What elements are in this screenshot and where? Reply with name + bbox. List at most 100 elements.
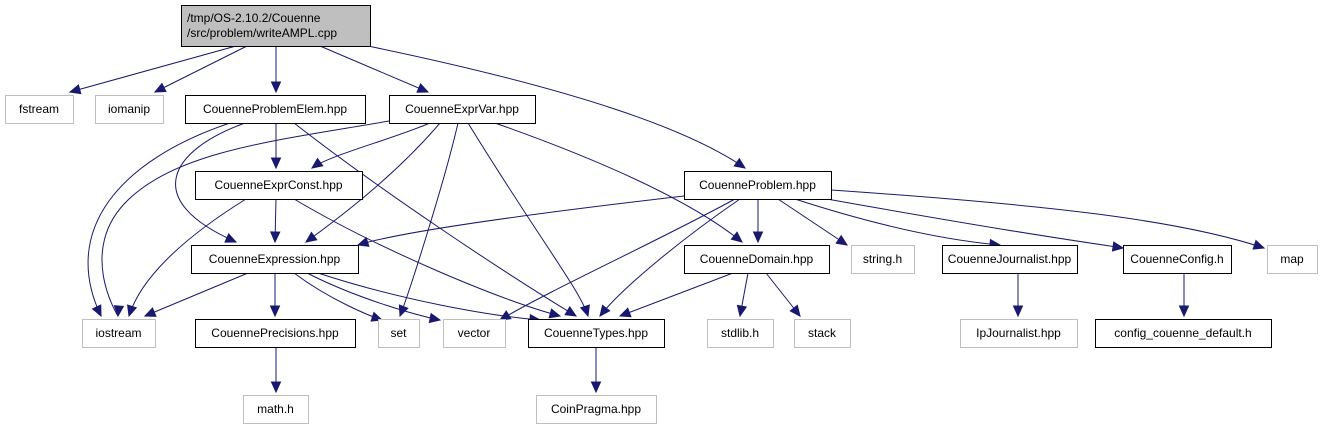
node-label: vector	[458, 326, 491, 340]
node-label: math.h	[257, 402, 294, 416]
edge-problem-to-expression	[356, 195, 685, 247]
node-types[interactable]: CouenneTypes.hpp	[528, 319, 665, 348]
node-stringh: string.h	[851, 245, 915, 274]
node-label: string.h	[863, 252, 902, 266]
node-label: iomanip	[108, 102, 150, 116]
edge-problemelem-to-iostream	[87, 122, 231, 318]
edges-layer	[68, 45, 1266, 394]
edge-line	[293, 272, 383, 321]
edge-problem-to-types	[599, 198, 741, 317]
arrowhead-icon	[789, 304, 801, 317]
edge-root-to-iomanip	[153, 45, 248, 93]
arrowhead-icon	[270, 157, 282, 170]
edge-line	[619, 272, 734, 317]
node-set: set	[378, 319, 420, 348]
edge-exprvar-to-types	[467, 122, 590, 318]
edge-line	[777, 198, 848, 246]
node-box	[243, 395, 309, 424]
node-map: map	[1267, 245, 1318, 274]
arrowhead-icon	[736, 304, 748, 318]
edge-expression-to-iostream	[143, 272, 249, 317]
node-label: set	[390, 326, 407, 340]
arrowhead-icon	[305, 231, 318, 243]
edge-exprvar-to-iostream	[101, 120, 390, 318]
edge-line	[305, 122, 441, 243]
node-configdefault[interactable]: config_couenne_default.h	[1095, 319, 1272, 348]
node-label: config_couenne_default.h	[1114, 326, 1251, 340]
arrowhead-icon	[564, 306, 578, 317]
node-label: CouenneExprVar.hpp	[405, 102, 519, 116]
edge-line	[311, 122, 431, 169]
edge-exprconst-to-expression	[269, 198, 281, 244]
edge-line	[830, 189, 1265, 249]
edge-problem-to-map	[830, 189, 1266, 250]
node-box[interactable]	[195, 319, 356, 348]
arrowhead-icon	[416, 83, 430, 93]
edge-domain-to-stdlib	[736, 272, 749, 318]
node-label: CouenneJournalist.hpp	[948, 252, 1072, 266]
edge-root-to-problemelem	[270, 46, 282, 94]
arrowhead-icon	[548, 308, 562, 319]
edge-expression-to-set	[293, 272, 384, 322]
node-label: IpJournalist.hpp	[976, 326, 1061, 340]
node-journalist[interactable]: CouenneJournalist.hpp	[942, 245, 1078, 274]
arrowhead-icon	[224, 232, 238, 243]
edge-root-to-problem	[367, 45, 747, 169]
node-exprconst[interactable]: CouenneExprConst.hpp	[195, 171, 363, 200]
node-box[interactable]	[1095, 319, 1272, 348]
edge-expression-to-vector	[306, 272, 442, 324]
node-box[interactable]	[684, 171, 832, 200]
edge-exprvar-to-expression	[305, 122, 441, 243]
arrowhead-icon	[1178, 305, 1190, 318]
arrowhead-icon	[269, 305, 281, 318]
node-label: iostream	[95, 326, 141, 340]
edge-line	[144, 272, 249, 317]
node-box	[794, 319, 851, 348]
node-box[interactable]	[181, 5, 371, 47]
edge-problemelem-to-exprconst	[270, 123, 282, 170]
node-exprvar[interactable]: CouenneExprVar.hpp	[389, 95, 536, 124]
edge-line	[467, 122, 589, 317]
node-box	[378, 319, 420, 348]
node-box[interactable]	[1123, 245, 1232, 274]
node-problem[interactable]: CouenneProblem.hpp	[684, 171, 832, 200]
node-expression[interactable]: CouenneExpression.hpp	[191, 245, 359, 274]
node-box[interactable]	[528, 319, 665, 348]
edge-line	[128, 198, 247, 317]
node-label: /src/problem/writeAMPL.cpp	[187, 26, 337, 40]
edge-root-to-exprvar	[319, 45, 430, 93]
node-box[interactable]	[185, 95, 366, 124]
arrowhead-icon	[1252, 239, 1266, 250]
node-label: fstream	[19, 102, 59, 116]
arrowhead-icon	[733, 157, 747, 169]
node-ipjournalist: IpJournalist.hpp	[960, 319, 1078, 348]
arrowhead-icon	[835, 234, 849, 246]
edge-exprconst-to-iostream	[127, 198, 247, 318]
node-root[interactable]: /tmp/OS-2.10.2/Couenne/src/problem/write…	[181, 5, 371, 47]
node-box	[960, 319, 1078, 348]
node-label: CouenneProblem.hpp	[699, 178, 816, 192]
edge-expression-to-precisions	[269, 273, 281, 318]
arrowhead-icon	[428, 312, 442, 324]
node-box[interactable]	[195, 171, 363, 200]
node-box	[443, 319, 506, 348]
node-box[interactable]	[684, 245, 830, 274]
edge-line	[319, 45, 429, 93]
node-box[interactable]	[942, 245, 1078, 274]
node-label: CouenneExprConst.hpp	[214, 178, 342, 192]
node-domain[interactable]: CouenneDomain.hpp	[684, 245, 830, 274]
arrowhead-icon	[752, 231, 764, 244]
node-box[interactable]	[191, 245, 359, 274]
node-precisions[interactable]: CouennePrecisions.hpp	[195, 319, 356, 348]
arrowhead-icon	[153, 82, 167, 93]
edge-line	[317, 272, 541, 321]
node-config[interactable]: CouenneConfig.h	[1123, 245, 1232, 274]
node-problemelem[interactable]: CouenneProblemElem.hpp	[185, 95, 366, 124]
edge-exprvar-to-set	[398, 122, 459, 318]
node-label: CouenneProblemElem.hpp	[203, 102, 347, 116]
node-label: stdlib.h	[721, 326, 759, 340]
edge-precisions-to-mathh	[270, 347, 282, 394]
node-box	[5, 95, 74, 124]
arrowhead-icon	[311, 157, 324, 169]
node-box[interactable]	[389, 95, 536, 124]
